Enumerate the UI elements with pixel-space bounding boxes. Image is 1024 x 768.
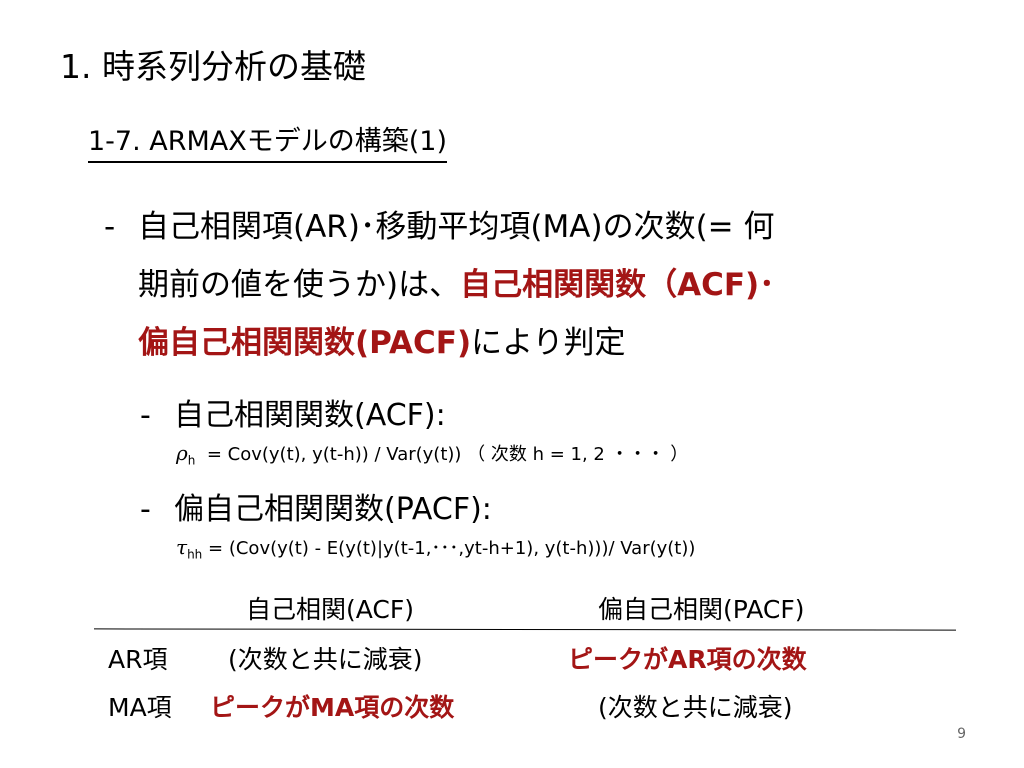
section-subtitle: 1-7. ARMAXモデルの構築(1) (88, 124, 448, 163)
pacf-bullet: -偏自己相関関数(PACF): (140, 484, 492, 528)
rho-subscript: h (187, 453, 196, 468)
table-header-acf: 自己相関(ACF) (246, 595, 415, 624)
acf-highlight: 自己相関関数（ACF)･ (460, 267, 775, 303)
table-header-pacf: 偏自己相関(PACF) (598, 595, 805, 624)
acf-dash: - (140, 398, 151, 433)
bullet-line-2: 期前の値を使うか)は、自己相関関数（ACF)･ (104, 256, 1004, 314)
tau-subscript: hh (187, 547, 203, 562)
row-ar-acf: (次数と共に減衰) (228, 645, 423, 674)
acf-formula-text: = Cov(y(t), y(t-h)) / Var(y(t)) （ 次数 h =… (206, 444, 689, 465)
slide-title: 1. 時系列分析の基礎 (60, 47, 366, 86)
pacf-highlight: 偏自己相関関数(PACF) (138, 325, 472, 361)
row-ma-pacf: (次数と共に減衰) (598, 693, 793, 722)
table-divider (93, 628, 957, 631)
pacf-formula: τhh = (Cov(y(t) - E(y(t)|y(t-1,･･･,yt-h+… (176, 534, 695, 562)
tau-symbol: τ (176, 535, 188, 559)
acf-formula: ρh = Cov(y(t), y(t-h)) / Var(y(t)) （ 次数 … (176, 440, 688, 468)
pacf-formula-text: = (Cov(y(t) - E(y(t)|y(t-1,･･･,yt-h+1), … (208, 538, 696, 559)
row-ar-pacf: ピークがAR項の次数 (568, 645, 807, 674)
bullet-line-3: 偏自己相関関数(PACF)により判定 (104, 314, 1004, 372)
row-ar-label: AR項 (108, 645, 168, 674)
rho-symbol: ρ (176, 441, 188, 465)
pacf-label: 偏自己相関関数(PACF): (174, 492, 492, 527)
pacf-dash: - (140, 492, 151, 527)
bullet-line-1: 自己相関項(AR)･移動平均項(MA)の次数(= 何 (138, 209, 775, 245)
acf-label: 自己相関関数(ACF): (174, 398, 446, 433)
page-number: 9 (957, 726, 966, 742)
row-ma-acf: ピークがMA項の次数 (210, 693, 455, 722)
bullet-line-2-text: 期前の値を使うか)は、 (138, 267, 461, 303)
bullet-line-3-text: により判定 (471, 325, 626, 361)
main-bullet: -自己相関項(AR)･移動平均項(MA)の次数(= 何 期前の値を使うか)は、自… (104, 198, 1004, 372)
acf-bullet: -自己相関関数(ACF): (140, 390, 446, 434)
row-ma-label: MA項 (108, 693, 172, 722)
bullet-dash: - (104, 209, 116, 245)
